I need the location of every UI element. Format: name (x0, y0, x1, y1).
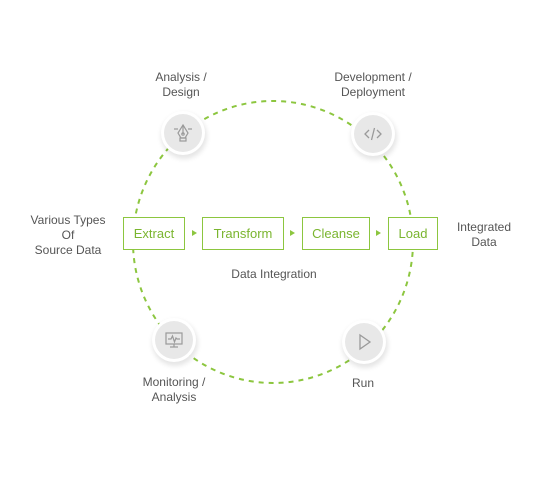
step-transform: Transform (202, 217, 284, 250)
step-extract: Extract (123, 217, 185, 250)
analysis-design-label: Analysis / Design (155, 70, 207, 99)
monitor-pulse-icon (155, 321, 193, 359)
arrow-icon (290, 230, 295, 236)
step-cleanse: Cleanse (302, 217, 370, 250)
monitoring-analysis-label: Monitoring / Analysis (142, 375, 206, 404)
arrow-icon (376, 230, 381, 236)
pen-nib-icon (164, 114, 202, 152)
data-integration-caption: Data Integration (231, 267, 317, 281)
code-icon (354, 115, 392, 153)
source-data-label: Various Types Of Source Data (30, 213, 106, 257)
development-deployment-label: Development / Deployment (334, 70, 412, 99)
step-load: Load (388, 217, 438, 250)
arrow-icon (192, 230, 197, 236)
run-label: Run (351, 376, 374, 390)
play-icon (345, 323, 383, 361)
integrated-data-label: Integrated Data (456, 220, 512, 249)
